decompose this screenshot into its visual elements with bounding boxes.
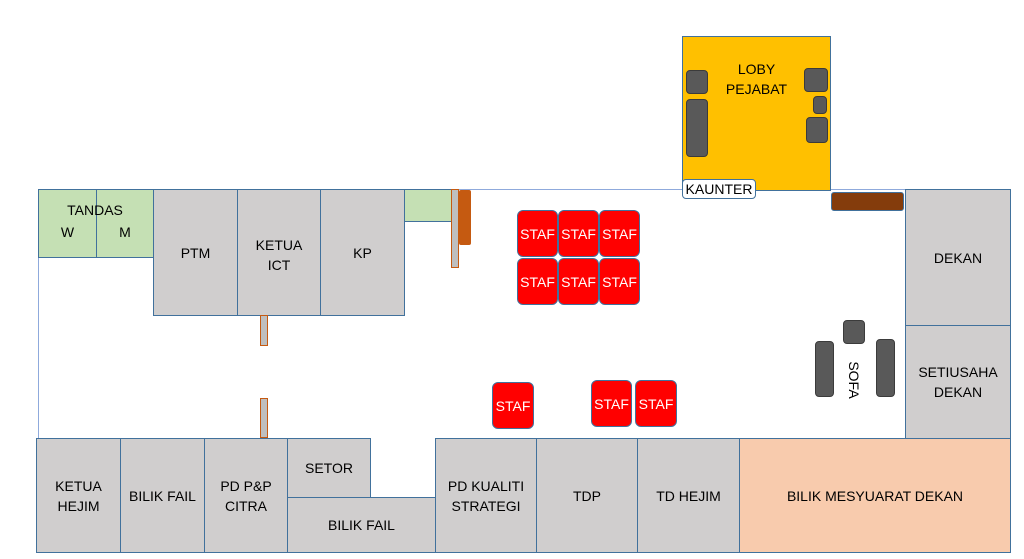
- pd-pp-citra-label: PD P&P CITRA: [220, 477, 272, 514]
- room-bilik-fail-1[interactable]: BILIK FAIL: [120, 438, 205, 553]
- kaunter[interactable]: KAUNTER: [682, 179, 756, 199]
- ketua-hejim-label: KETUA HEJIM: [55, 477, 102, 514]
- staf-desk-5[interactable]: STAF: [558, 258, 599, 305]
- ketua-ict-label: KETUA ICT: [255, 237, 303, 273]
- staf-desk-3[interactable]: STAF: [599, 210, 640, 257]
- sofa-top: [843, 320, 865, 344]
- lobby-chair-right-top: [804, 68, 828, 92]
- corridor-green-block: [404, 189, 452, 222]
- setor-label: SETOR: [305, 460, 353, 476]
- room-tdp[interactable]: TDP: [536, 438, 638, 553]
- lobby-chair-left-top: [686, 70, 708, 94]
- td-hejim-label: TD HEJIM: [656, 487, 721, 504]
- pd-kualiti-strategi-label: PD KUALITI STRATEGI: [447, 477, 525, 514]
- lobby-bench-left: [686, 99, 708, 157]
- tandas-m-label: M: [119, 224, 131, 240]
- bilik-fail-2-label: BILIK FAIL: [328, 517, 395, 533]
- loby-pejabat-label: LOBY PEJABAT: [725, 61, 788, 97]
- door-corridor-brown: [459, 190, 471, 245]
- staf-desk-6[interactable]: STAF: [599, 258, 640, 305]
- staf-desk-1[interactable]: STAF: [517, 210, 558, 257]
- room-bilik-fail-2[interactable]: BILIK FAIL: [287, 497, 436, 553]
- lobby-chair-right-bottom: [806, 117, 828, 143]
- bilik-fail-1-label: BILIK FAIL: [129, 487, 196, 504]
- room-ptm[interactable]: PTM: [153, 189, 238, 316]
- tandas-w-label: W: [60, 224, 75, 240]
- room-bilik-mesyuarat-dekan[interactable]: BILIK MESYUARAT DEKAN: [739, 438, 1011, 553]
- sofa-label: SOFA: [846, 361, 862, 399]
- room-ketua-ict[interactable]: KETUA ICT: [237, 189, 321, 316]
- setiusaha-dekan-label: SETIUSAHA DEKAN: [918, 364, 998, 400]
- room-pd-kualiti-strategi[interactable]: PD KUALITI STRATEGI: [435, 438, 537, 553]
- staf-desk-7[interactable]: STAF: [492, 382, 534, 429]
- kp-label: KP: [353, 244, 372, 261]
- tdp-label: TDP: [573, 487, 601, 504]
- ptm-label: PTM: [180, 244, 211, 261]
- room-tandas-m[interactable]: M: [96, 189, 154, 258]
- room-kp[interactable]: KP: [320, 189, 405, 316]
- lobby-chair-right-mid: [813, 96, 827, 114]
- counter-desk-bar: [831, 192, 904, 211]
- dekan-label: DEKAN: [933, 249, 983, 266]
- door-ketua-ict[interactable]: [260, 315, 268, 346]
- room-dekan[interactable]: DEKAN: [905, 189, 1011, 326]
- staf-desk-4[interactable]: STAF: [517, 258, 558, 305]
- tandas-title: TANDAS: [67, 202, 123, 218]
- room-ketua-hejim[interactable]: KETUA HEJIM: [36, 438, 121, 553]
- bilik-mesyuarat-dekan-label: BILIK MESYUARAT DEKAN: [786, 487, 964, 504]
- room-tandas-w[interactable]: W: [38, 189, 97, 258]
- sofa-right: [876, 339, 895, 397]
- room-setor[interactable]: SETOR: [287, 438, 371, 498]
- staf-desk-9[interactable]: STAF: [635, 380, 677, 427]
- room-td-hejim[interactable]: TD HEJIM: [637, 438, 740, 553]
- room-setiusaha-dekan[interactable]: SETIUSAHA DEKAN: [905, 325, 1011, 439]
- door-corridor-upper[interactable]: [451, 189, 459, 268]
- sofa-left: [815, 341, 834, 397]
- door-pd-pp-citra[interactable]: [260, 398, 268, 438]
- room-pd-pp-citra[interactable]: PD P&P CITRA: [204, 438, 288, 553]
- staf-desk-8[interactable]: STAF: [591, 380, 632, 427]
- staf-desk-2[interactable]: STAF: [558, 210, 599, 257]
